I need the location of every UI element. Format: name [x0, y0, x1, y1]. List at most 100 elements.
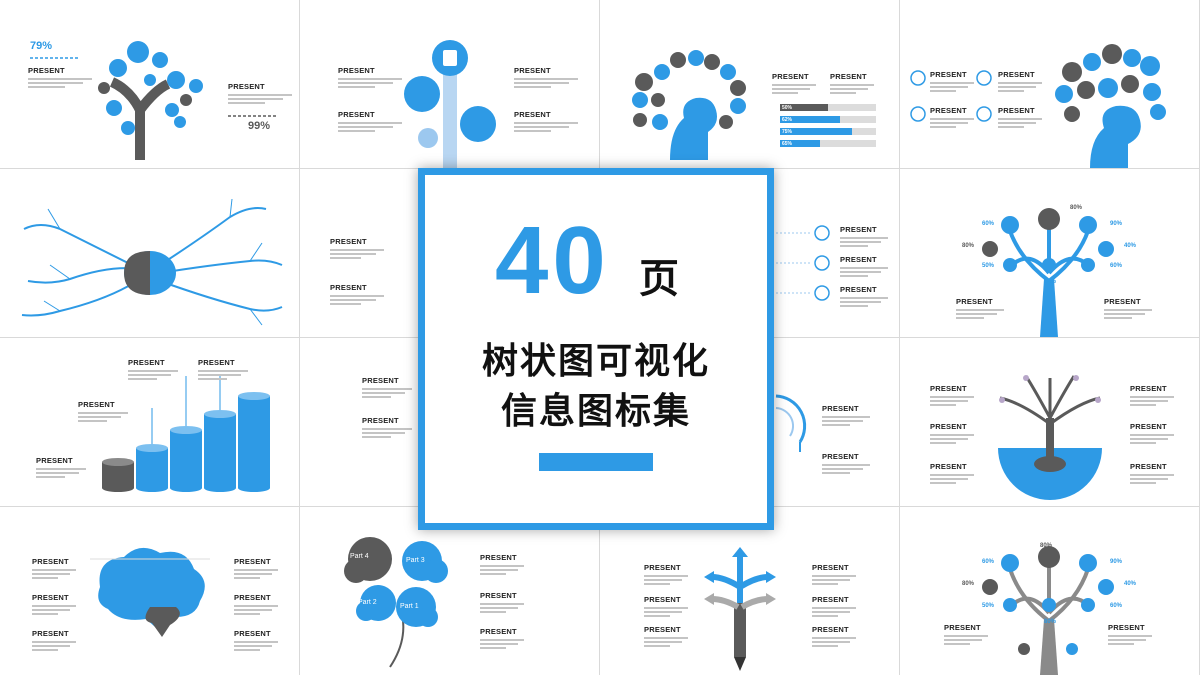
social-tree-graphic [30, 41, 276, 160]
present-block: PRESENT [1104, 297, 1152, 321]
present-heading: PRESENT [830, 72, 867, 81]
present-heading: PRESENT [812, 563, 849, 572]
present-heading: PRESENT [644, 563, 681, 572]
tree-percent-graphic [982, 208, 1114, 337]
slide-thumb-head-icons[interactable]: PRESENT PRESENT PRESENT PRESENT [900, 0, 1199, 168]
slide-thumb-tree-percent-2[interactable]: 60% 80% 90% 80% 40% 50% 60% 80% PRESENT … [900, 507, 1199, 675]
present-heading: PRESENT [840, 285, 877, 294]
present-heading: PRESENT [198, 358, 235, 367]
pct-label: 80% [962, 581, 975, 587]
present-block: PRESENT [930, 70, 974, 94]
pct-label: 90% [1110, 559, 1123, 565]
present-block: PRESENT [514, 110, 578, 134]
present-heading: PRESENT [338, 66, 375, 75]
present-block: PRESENT [1108, 623, 1152, 647]
present-block: PRESENT [644, 563, 688, 587]
brain-graphic [90, 547, 210, 637]
present-heading: PRESENT [78, 400, 115, 409]
present-heading: PRESENT [32, 557, 69, 566]
present-heading: PRESENT [644, 625, 681, 634]
present-block: PRESENT [78, 400, 128, 424]
present-heading: PRESENT [228, 82, 265, 91]
pct-label: 80% [1040, 543, 1053, 549]
slide-thumb-parts-flower[interactable]: Part 4 Part 3 Part 2 Part 1 PRESENT PRES… [300, 507, 599, 675]
page-count-number: 40 [495, 207, 610, 314]
present-heading: PRESENT [930, 422, 967, 431]
slide-thumb-mind-map[interactable] [0, 169, 299, 337]
present-heading: PRESENT [480, 591, 517, 600]
page-count-unit: 页 [639, 257, 679, 301]
present-block: PRESENT [28, 66, 92, 90]
bar-label-62: 62% [782, 117, 793, 123]
pct-label: 60% [1044, 279, 1057, 285]
slide-thumb-head-bars[interactable]: PRESENT PRESENT 50% 62% 75% 65% [600, 0, 899, 168]
present-heading: PRESENT [1108, 623, 1145, 632]
present-block: PRESENT [362, 416, 412, 440]
slide-thumb-tree-percent[interactable]: 60% 80% 90% 80% 40% 50% 60% 60% PRESENT … [900, 169, 1199, 337]
present-block: PRESENT [330, 237, 384, 261]
slide-thumb-icon-tree[interactable]: PRESENT PRESENT PRESENT PRESENT [300, 0, 599, 168]
present-heading: PRESENT [930, 70, 967, 79]
present-block: PRESENT [956, 297, 1004, 321]
present-block: PRESENT [32, 557, 76, 581]
present-heading: PRESENT [930, 106, 967, 115]
present-block: PRESENT [234, 557, 278, 581]
present-block: PRESENT [822, 404, 870, 428]
present-block: PRESENT [644, 625, 688, 649]
present-block: PRESENT [944, 623, 988, 647]
title-card: 40 页 树状图可视化 信息图标集 [418, 168, 774, 530]
line-icons-graphic [776, 225, 830, 301]
present-block: PRESENT [930, 106, 974, 130]
pct-label: 40% [1124, 243, 1137, 249]
pct-label: 80% [962, 243, 975, 249]
present-heading: PRESENT [998, 70, 1035, 79]
present-heading: PRESENT [28, 66, 65, 75]
present-heading: PRESENT [362, 376, 399, 385]
present-block: PRESENT [840, 255, 888, 279]
pct-label: 90% [1110, 221, 1123, 227]
present-heading: PRESENT [822, 452, 859, 461]
present-block: PRESENT [338, 66, 402, 90]
pct-label: 60% [982, 559, 995, 565]
present-block: PRESENT [830, 72, 874, 96]
pencil-arrows-graphic [704, 547, 776, 671]
present-block: PRESENT [234, 593, 278, 617]
present-heading: PRESENT [480, 627, 517, 636]
present-heading: PRESENT [644, 595, 681, 604]
present-block: PRESENT [930, 462, 974, 486]
present-block: PRESENT [930, 422, 974, 446]
slide-thumb-cylinders[interactable]: PRESENT PRESENT PRESENT PRESENT [0, 338, 299, 506]
slide-thumb-brain[interactable]: PRESENT PRESENT PRESENT PRESENT PRESENT … [0, 507, 299, 675]
present-heading: PRESENT [930, 384, 967, 393]
present-block: PRESENT [32, 629, 76, 653]
percent-79: 79% [30, 40, 53, 52]
ring-graphic [775, 394, 807, 452]
present-block: PRESENT [772, 72, 816, 96]
parts-flower-graphic [344, 537, 448, 668]
present-block: PRESENT [234, 629, 278, 653]
pct-label: 60% [1110, 603, 1123, 609]
present-heading: PRESENT [772, 72, 809, 81]
present-block: PRESENT [362, 376, 412, 400]
present-block: PRESENT [36, 456, 86, 480]
present-block: PRESENT [998, 70, 1042, 94]
present-block: PRESENT [480, 591, 524, 615]
present-heading: PRESENT [32, 629, 69, 638]
present-block: PRESENT [198, 358, 248, 382]
pct-label: 50% [982, 603, 995, 609]
present-block: PRESENT [840, 285, 888, 309]
present-heading: PRESENT [330, 237, 367, 246]
present-heading: PRESENT [930, 462, 967, 471]
slide-thumb-roots-tree[interactable]: PRESENT PRESENT PRESENT PRESENT PRESENT … [900, 338, 1199, 506]
present-block: PRESENT [998, 106, 1042, 130]
present-block: PRESENT [480, 553, 524, 577]
pct-label: 40% [1124, 581, 1137, 587]
slide-thumb-social-tree[interactable]: 79% PRESENT PRESENT 99% [0, 0, 299, 168]
present-heading: PRESENT [1130, 422, 1167, 431]
slide-thumb-pencil-arrows[interactable]: PRESENT PRESENT PRESENT PRESENT PRESENT … [600, 507, 899, 675]
present-block: PRESENT [644, 595, 688, 619]
present-block: PRESENT [812, 625, 856, 649]
part1-label: Part 1 [400, 603, 419, 610]
present-heading: PRESENT [128, 358, 165, 367]
present-block: PRESENT [338, 110, 402, 134]
